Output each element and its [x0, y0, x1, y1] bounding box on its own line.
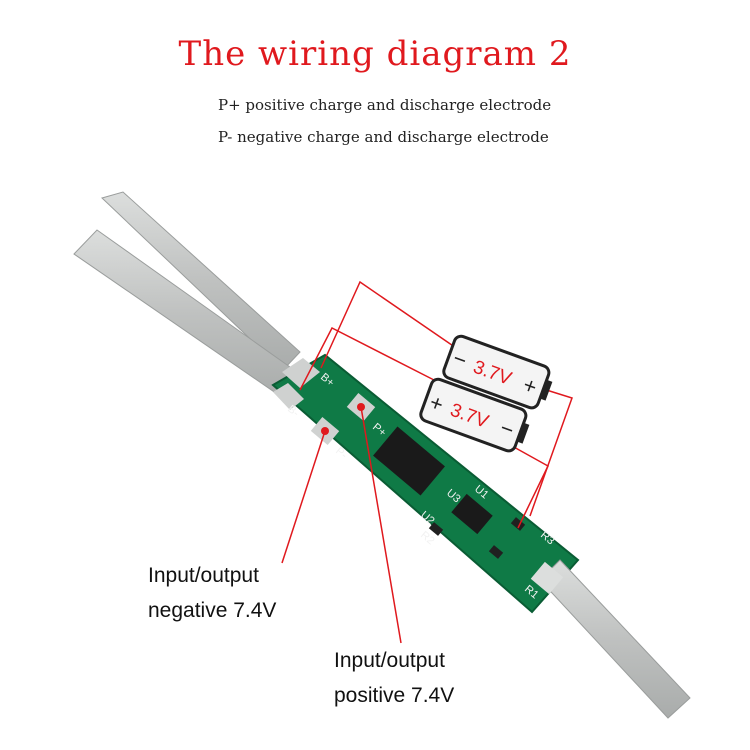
legend-p-plus: P+ positive charge and discharge electro…	[218, 96, 552, 114]
diagram-title: The wiring diagram 2	[178, 34, 572, 74]
callout-positive-line2: positive 7.4V	[334, 684, 455, 707]
component-r1	[488, 545, 504, 559]
legend-p-minus: P- negative charge and discharge electro…	[218, 128, 549, 146]
pad-b-minus	[273, 383, 304, 410]
marker-negative	[321, 427, 329, 435]
leader-positive	[360, 406, 402, 644]
callout-positive-line1: Input/output	[334, 649, 445, 672]
wire-mid	[511, 445, 549, 529]
chip-u2	[451, 493, 493, 535]
wire-b-minus	[299, 326, 435, 391]
battery-cell-1: − 3.7V +	[442, 334, 553, 410]
component-r2	[428, 522, 444, 536]
nickel-strip-output	[539, 559, 691, 719]
nickel-strip-upper	[101, 191, 301, 371]
callout-negative-line2: negative 7.4V	[148, 599, 277, 622]
battery-cell-2: + 3.7V −	[419, 377, 530, 453]
callout-negative-line1: Input/output	[148, 564, 259, 587]
pad-b-plus	[282, 358, 320, 388]
leader-negative	[281, 430, 326, 564]
chip-u3	[373, 426, 445, 496]
marker-positive	[357, 403, 365, 411]
wire-b-plus	[320, 280, 463, 369]
component-r3	[510, 517, 526, 531]
pad-output	[530, 561, 564, 595]
wire-cell-link	[529, 387, 573, 517]
